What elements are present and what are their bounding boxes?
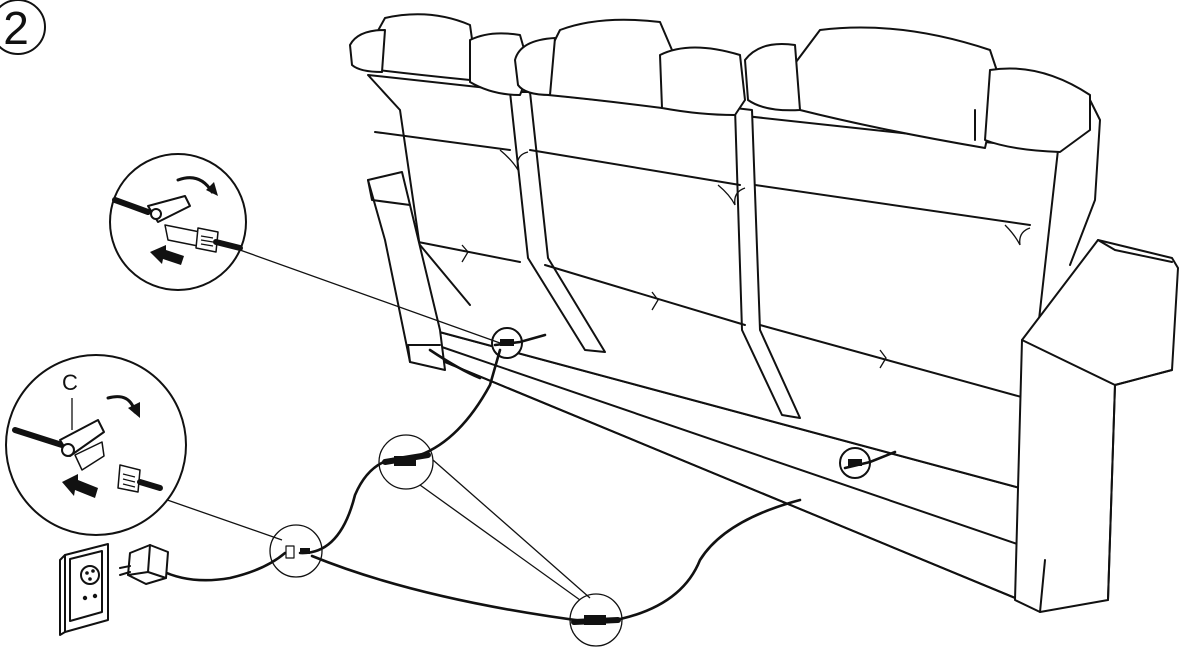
cable-upper — [298, 456, 402, 555]
step-number: 2 — [3, 2, 29, 54]
power-adapter-icon — [119, 544, 169, 585]
seat-divider-right — [734, 107, 801, 419]
callout-label-c: C — [62, 370, 78, 395]
detail-callout-top — [109, 153, 247, 291]
step-badge: 2 — [0, 0, 46, 55]
leader-lines — [152, 249, 591, 601]
connector-plug-lower — [569, 593, 623, 647]
cable-adapter — [158, 551, 287, 582]
push-arrow-icon — [150, 245, 184, 265]
detail-callout-bottom: C — [5, 354, 187, 536]
cable-lower — [310, 554, 592, 624]
sofa — [349, 13, 1179, 613]
headrest-middle — [539, 18, 673, 109]
wall-outlet-icon — [59, 543, 109, 636]
cabling — [158, 327, 897, 647]
connector-plug-upper — [378, 434, 434, 490]
headrest-right — [789, 26, 1001, 149]
push-arrow-icon-c — [62, 474, 98, 498]
left-armrest — [367, 171, 446, 371]
connector-junction — [269, 524, 323, 578]
headrest-left — [369, 13, 476, 81]
headrest-right-side — [984, 67, 1091, 153]
headrest-middle-side — [659, 46, 746, 116]
